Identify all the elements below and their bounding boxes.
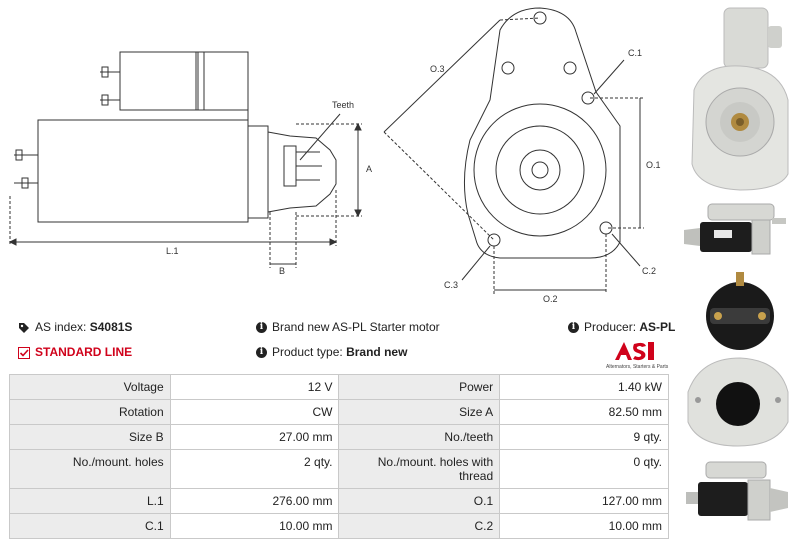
producer-label: Producer: (584, 320, 637, 334)
description: i Brand new AS-PL Starter motor (256, 320, 440, 334)
spec-label: No./mount. holes (9, 449, 171, 489)
spec-label: L.1 (9, 488, 171, 514)
spec-label: Rotation (9, 399, 171, 425)
as-index-value: S4081S (89, 320, 133, 334)
checkbox-icon (18, 346, 30, 359)
table-row: No./mount. holes 2 qty. No./mount. holes… (9, 449, 669, 489)
spec-value: 82.50 mm (499, 399, 669, 425)
label-a: A (366, 164, 372, 174)
producer: i Producer: AS-PL (568, 320, 675, 334)
technical-drawing: Teeth A L.1 B O.3 C.1 O.1 C.2 C.3 O.2 (0, 0, 680, 305)
thumbnail-front[interactable] (684, 4, 796, 197)
label-c1: C.1 (628, 48, 642, 58)
label-o2: O.2 (543, 294, 558, 304)
thumbnail-strip (680, 0, 800, 540)
product-type: i Product type: Brand new (256, 345, 407, 359)
spec-label: Voltage (9, 374, 171, 400)
thumbnail-terminal[interactable] (682, 268, 798, 365)
spec-value: 10.00 mm (169, 513, 340, 539)
side-view (8, 51, 362, 268)
thumbnail-rear[interactable] (680, 352, 796, 453)
table-row: L.1 276.00 mm O.1 127.00 mm (9, 488, 669, 514)
spec-label: No./mount. holes with thread (338, 449, 501, 489)
front-view (383, 7, 644, 294)
spec-label: No./teeth (338, 424, 501, 450)
table-row: C.1 10.00 mm C.2 10.00 mm (9, 513, 669, 539)
product-line: STANDARD LINE (18, 345, 132, 359)
spec-value: 127.00 mm (499, 488, 669, 514)
label-teeth: Teeth (332, 100, 354, 110)
spec-label: Size A (338, 399, 501, 425)
spec-label: C.2 (338, 513, 501, 539)
info-icon: i (568, 322, 579, 334)
spec-value: 9 qty. (499, 424, 669, 450)
table-row: Rotation CW Size A 82.50 mm (9, 399, 669, 425)
as-index-label: AS index: (35, 320, 87, 334)
table-row: Size B 27.00 mm No./teeth 9 qty. (9, 424, 669, 450)
label-o3: O.3 (430, 64, 445, 74)
spec-value: 27.00 mm (169, 424, 340, 450)
tag-icon (19, 322, 29, 333)
thumbnail-side[interactable] (680, 196, 792, 267)
description-text: Brand new AS-PL Starter motor (272, 320, 440, 334)
logo-tagline: Alternators, Starters & Parts (606, 364, 669, 370)
label-c2: C.2 (642, 266, 656, 276)
product-type-value: Brand new (346, 345, 408, 359)
spec-value: CW (169, 399, 340, 425)
as-pl-logo: Alternators, Starters & Parts (606, 340, 672, 370)
thumbnail-side-2[interactable] (682, 458, 794, 535)
spec-label: C.1 (9, 513, 171, 539)
spec-label: Power (338, 374, 501, 400)
info-icon: i (256, 347, 267, 359)
label-c3: C.3 (444, 280, 458, 290)
table-row: Voltage 12 V Power 1.40 kW (9, 374, 669, 400)
spec-label: Size B (9, 424, 171, 450)
spec-table: Voltage 12 V Power 1.40 kW Rotation CW S… (9, 374, 669, 539)
spec-value: 10.00 mm (499, 513, 669, 539)
spec-value: 12 V (169, 374, 340, 400)
spec-value: 2 qty. (169, 449, 340, 489)
spec-value: 1.40 kW (499, 374, 669, 400)
standard-line-label: STANDARD LINE (35, 345, 133, 359)
label-l1: L.1 (166, 246, 179, 256)
spec-label: O.1 (338, 488, 501, 514)
product-type-label: Product type: (272, 345, 343, 359)
label-o1: O.1 (646, 160, 661, 170)
as-index: AS index: S4081S (18, 320, 132, 334)
producer-value: AS-PL (639, 320, 676, 334)
info-icon: i (256, 322, 267, 334)
label-b: B (279, 266, 285, 276)
spec-value: 0 qty. (499, 449, 669, 489)
spec-value: 276.00 mm (169, 488, 340, 514)
